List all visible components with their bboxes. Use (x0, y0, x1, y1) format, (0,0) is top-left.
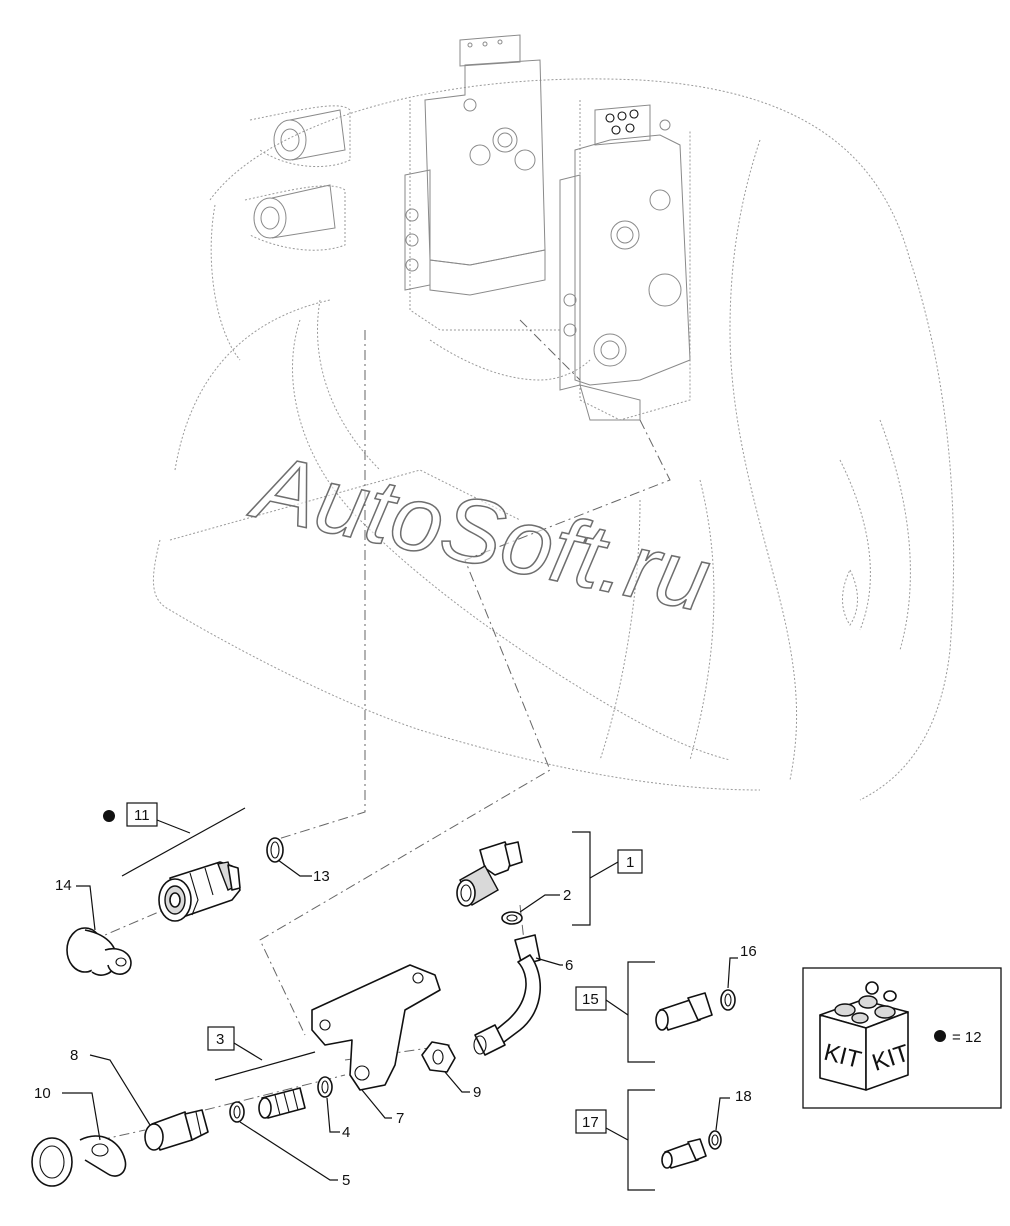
callout-group-15: 15 (575, 961, 655, 1063)
part-1-elbow-fitting (456, 841, 523, 907)
callout-3-label: 3 (216, 1031, 224, 1048)
valve-block-left (404, 34, 546, 296)
callout-16-label: 16 (740, 943, 757, 960)
callout-11-label: 11 (134, 807, 150, 824)
kit-box-icon: KIT KIT (819, 981, 913, 1091)
kit-legend: KIT KIT = 12 (802, 967, 1002, 1109)
part-3-adapter (258, 1087, 306, 1119)
kit-legend-equals: = 12 (952, 1029, 982, 1046)
callout-5: 5 (239, 1121, 350, 1189)
part-9-nut (421, 1041, 456, 1073)
callout-8-label: 8 (70, 1047, 78, 1064)
callout-17-label: 17 (582, 1114, 599, 1131)
part-8-fitting (144, 1109, 209, 1151)
kit-marker-dot (103, 810, 115, 822)
callout-15-label: 15 (582, 991, 599, 1008)
callout-16: 16 (727, 943, 757, 989)
callout-8: 8 (70, 1047, 151, 1126)
part-7-bracket (311, 964, 441, 1091)
callout-5-label: 5 (342, 1172, 350, 1189)
part-16-seal (720, 989, 736, 1011)
ghost-couplers (253, 109, 346, 239)
callout-group-17: 17 (575, 1089, 655, 1191)
callout-1-label: 1 (626, 854, 634, 871)
callout-9: 9 (444, 1071, 481, 1101)
callout-13: 13 (277, 859, 330, 885)
background-tractor-outline (152, 78, 955, 801)
part-15-fitting (655, 992, 713, 1031)
callout-13-label: 13 (313, 868, 330, 885)
callout-2: 2 (519, 887, 571, 913)
callout-group-1: 1 (572, 831, 643, 926)
part-10-dust-cap (31, 1135, 127, 1187)
kit-legend-dot (934, 1030, 946, 1042)
callout-14-label: 14 (55, 877, 72, 894)
callout-10: 10 (34, 1085, 101, 1141)
callout-7-label: 7 (396, 1110, 404, 1127)
callout-18: 18 (715, 1088, 752, 1131)
callout-4-label: 4 (342, 1124, 350, 1141)
part-14-dust-cap (66, 927, 132, 976)
part-11-quick-coupler (158, 861, 241, 922)
callout-10-label: 10 (34, 1085, 51, 1102)
callout-6-label: 6 (565, 957, 573, 974)
callout-18-label: 18 (735, 1088, 752, 1105)
part-13-o-ring (266, 837, 284, 863)
part-2-seal (501, 911, 523, 925)
part-17-fitting (661, 1138, 707, 1169)
callout-group-3: 3 (207, 1026, 316, 1081)
callout-group-11: 11 (103, 802, 246, 877)
callout-4: 4 (326, 1097, 350, 1141)
callout-14: 14 (55, 877, 96, 931)
part-5-o-ring (229, 1101, 245, 1123)
callout-2-label: 2 (563, 887, 571, 904)
part-18-seal (708, 1130, 722, 1150)
callout-9-label: 9 (473, 1084, 481, 1101)
callout-6: 6 (535, 957, 573, 974)
part-6-pipe (473, 934, 541, 1056)
watermark-text: AutoSoft.ru (242, 435, 718, 632)
callout-7: 7 (361, 1089, 404, 1127)
part-4-o-ring (317, 1076, 333, 1098)
valve-block-right (559, 104, 691, 421)
